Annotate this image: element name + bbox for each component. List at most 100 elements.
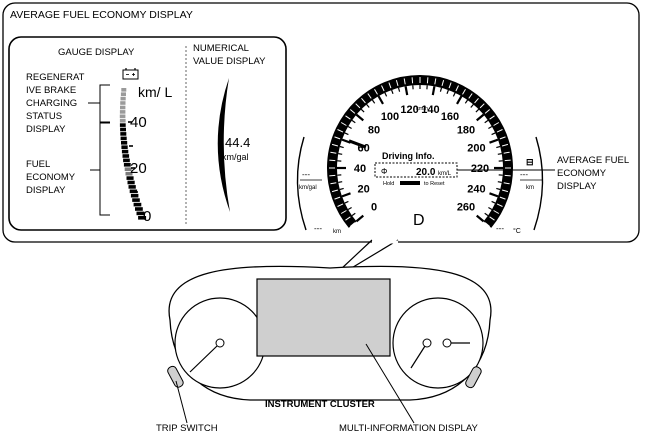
speedometer-minor-tick bbox=[488, 206, 493, 211]
fuel-gauge-icon: ⊟ bbox=[526, 157, 534, 167]
temp-unit: °C bbox=[513, 227, 521, 235]
speedometer-minor-tick bbox=[496, 145, 501, 149]
speedometer-ring-mark bbox=[426, 77, 429, 84]
numerical-title-line-1: NUMERICAL bbox=[193, 43, 249, 54]
speedometer-major-tick bbox=[489, 192, 499, 198]
gauge-display-title: GAUGE DISPLAY bbox=[58, 47, 135, 58]
speedometer-major-tick bbox=[489, 138, 499, 144]
speedometer-minor-tick bbox=[360, 108, 365, 113]
numerical-arc bbox=[217, 78, 230, 212]
speedometer-major-tick bbox=[475, 214, 485, 223]
speedometer-ring-mark bbox=[337, 129, 344, 133]
gauge-segment bbox=[129, 189, 138, 194]
speedometer-ring-mark bbox=[441, 79, 445, 87]
gauge-segment bbox=[119, 118, 126, 123]
numerical-title-line-2: VALUE DISPLAY bbox=[193, 56, 266, 67]
speedometer-minor-tick bbox=[351, 212, 356, 217]
speedometer-minor-tick bbox=[347, 206, 352, 211]
speedometer-ring-mark bbox=[479, 103, 485, 109]
right-gauge-hub-2 bbox=[442, 338, 452, 348]
fuel-label-line-2: ECONOMY bbox=[26, 172, 76, 183]
speedometer-tick-label: 220 bbox=[471, 163, 489, 175]
gauge-segment bbox=[120, 96, 126, 101]
speedometer-minor-tick bbox=[452, 92, 456, 97]
speedometer-ring-mark bbox=[329, 159, 336, 162]
speedometer-tick-label: 120 bbox=[400, 104, 418, 116]
speedometer-ring-mark bbox=[381, 85, 385, 92]
speedometer-minor-tick bbox=[339, 187, 344, 191]
instrument-cluster bbox=[166, 265, 492, 401]
gauge-segment bbox=[119, 114, 126, 119]
regen-label-line-4: STATUS bbox=[26, 111, 62, 122]
speedometer-ring-mark bbox=[395, 79, 399, 87]
gauge-segment bbox=[123, 158, 130, 163]
reset-label: to Reset bbox=[424, 181, 445, 187]
cluster-right-gauge bbox=[392, 297, 484, 389]
regen-label-line-5: DISPLAY bbox=[26, 124, 66, 135]
gauge-segment bbox=[124, 167, 132, 171]
odo-left-dashes: --- bbox=[314, 224, 322, 233]
speedometer-minor-tick bbox=[496, 187, 501, 191]
speedometer-minor-tick bbox=[397, 87, 401, 92]
speedometer-tick-label: 200 bbox=[467, 143, 485, 155]
speedometer-ring-mark bbox=[340, 122, 347, 126]
speedometer-tick-label: 100 bbox=[381, 111, 399, 123]
speedometer-ring-mark bbox=[499, 136, 506, 140]
speedometer-ring-mark bbox=[462, 88, 466, 95]
trip-switch[interactable] bbox=[166, 365, 184, 389]
gauge-segment bbox=[120, 136, 127, 141]
speedometer-ring-mark bbox=[367, 93, 372, 99]
display-examples-panel bbox=[8, 36, 287, 231]
speedometer-ring-mark bbox=[374, 88, 378, 95]
gauge-segment bbox=[125, 171, 133, 176]
speedometer-ring-mark bbox=[331, 143, 339, 147]
gauge-segment bbox=[121, 145, 128, 149]
speedometer-ring-mark bbox=[349, 222, 356, 227]
right-arc bbox=[533, 136, 544, 231]
fuel-label-line-3: DISPLAY bbox=[26, 185, 66, 196]
trip-switch-leader bbox=[175, 380, 188, 424]
speedometer-ring-mark bbox=[448, 82, 452, 89]
gauge-segment bbox=[133, 202, 142, 207]
speedometer-major-tick bbox=[355, 214, 365, 223]
gauge-segment bbox=[121, 149, 129, 154]
mid-label: MULTI-INFORMATION DISPLAY bbox=[339, 423, 478, 434]
speedometer-ring-mark bbox=[434, 78, 437, 85]
right-gauge-hub-1 bbox=[422, 338, 432, 348]
speedometer-minor-tick bbox=[491, 132, 496, 136]
instrument-cluster-label: INSTRUMENT CLUSTER bbox=[265, 399, 375, 410]
speedometer-minor-tick bbox=[391, 89, 394, 95]
gauge-segment bbox=[128, 185, 136, 189]
speedometer-tick-label: 240 bbox=[467, 184, 485, 196]
gauge-segment bbox=[136, 211, 145, 216]
gauge-segment bbox=[120, 105, 126, 110]
speedometer-minor-tick bbox=[491, 200, 496, 204]
speedometer-ring-mark bbox=[501, 189, 509, 193]
speedometer-ring-mark bbox=[484, 222, 491, 227]
speedometer-major-tick bbox=[341, 192, 351, 198]
gauge-scale-label-20: 20 bbox=[130, 160, 147, 177]
right-unit: km bbox=[526, 185, 534, 191]
speedometer-ring-mark bbox=[499, 196, 506, 200]
speedometer-ring-mark bbox=[388, 82, 392, 89]
speedometer-ring-mark bbox=[331, 189, 339, 193]
speedometer-ring-mark bbox=[504, 174, 511, 177]
speedometer-minor-tick bbox=[484, 212, 489, 217]
speedometer-minor-tick bbox=[344, 200, 349, 204]
gauge-segment bbox=[121, 141, 128, 145]
left-dashes: --- bbox=[302, 170, 310, 179]
speedometer-ring-mark bbox=[330, 151, 337, 154]
speedometer-minor-tick bbox=[488, 125, 493, 130]
gauge-segment bbox=[120, 92, 126, 96]
speedometer-ring-mark bbox=[455, 85, 459, 92]
gauge-segment bbox=[120, 132, 127, 136]
speedometer-ring-mark bbox=[503, 182, 510, 185]
speedometer-minor-tick bbox=[470, 104, 474, 108]
gauge-segment bbox=[119, 123, 126, 127]
speedometer-ring-mark bbox=[334, 136, 341, 140]
odo-left-unit: km bbox=[333, 229, 341, 235]
gauge-segment bbox=[135, 207, 143, 211]
speedometer-ring-mark bbox=[337, 203, 344, 207]
fuel-economy-label: FUEL ECONOMY DISPLAY bbox=[26, 159, 76, 196]
